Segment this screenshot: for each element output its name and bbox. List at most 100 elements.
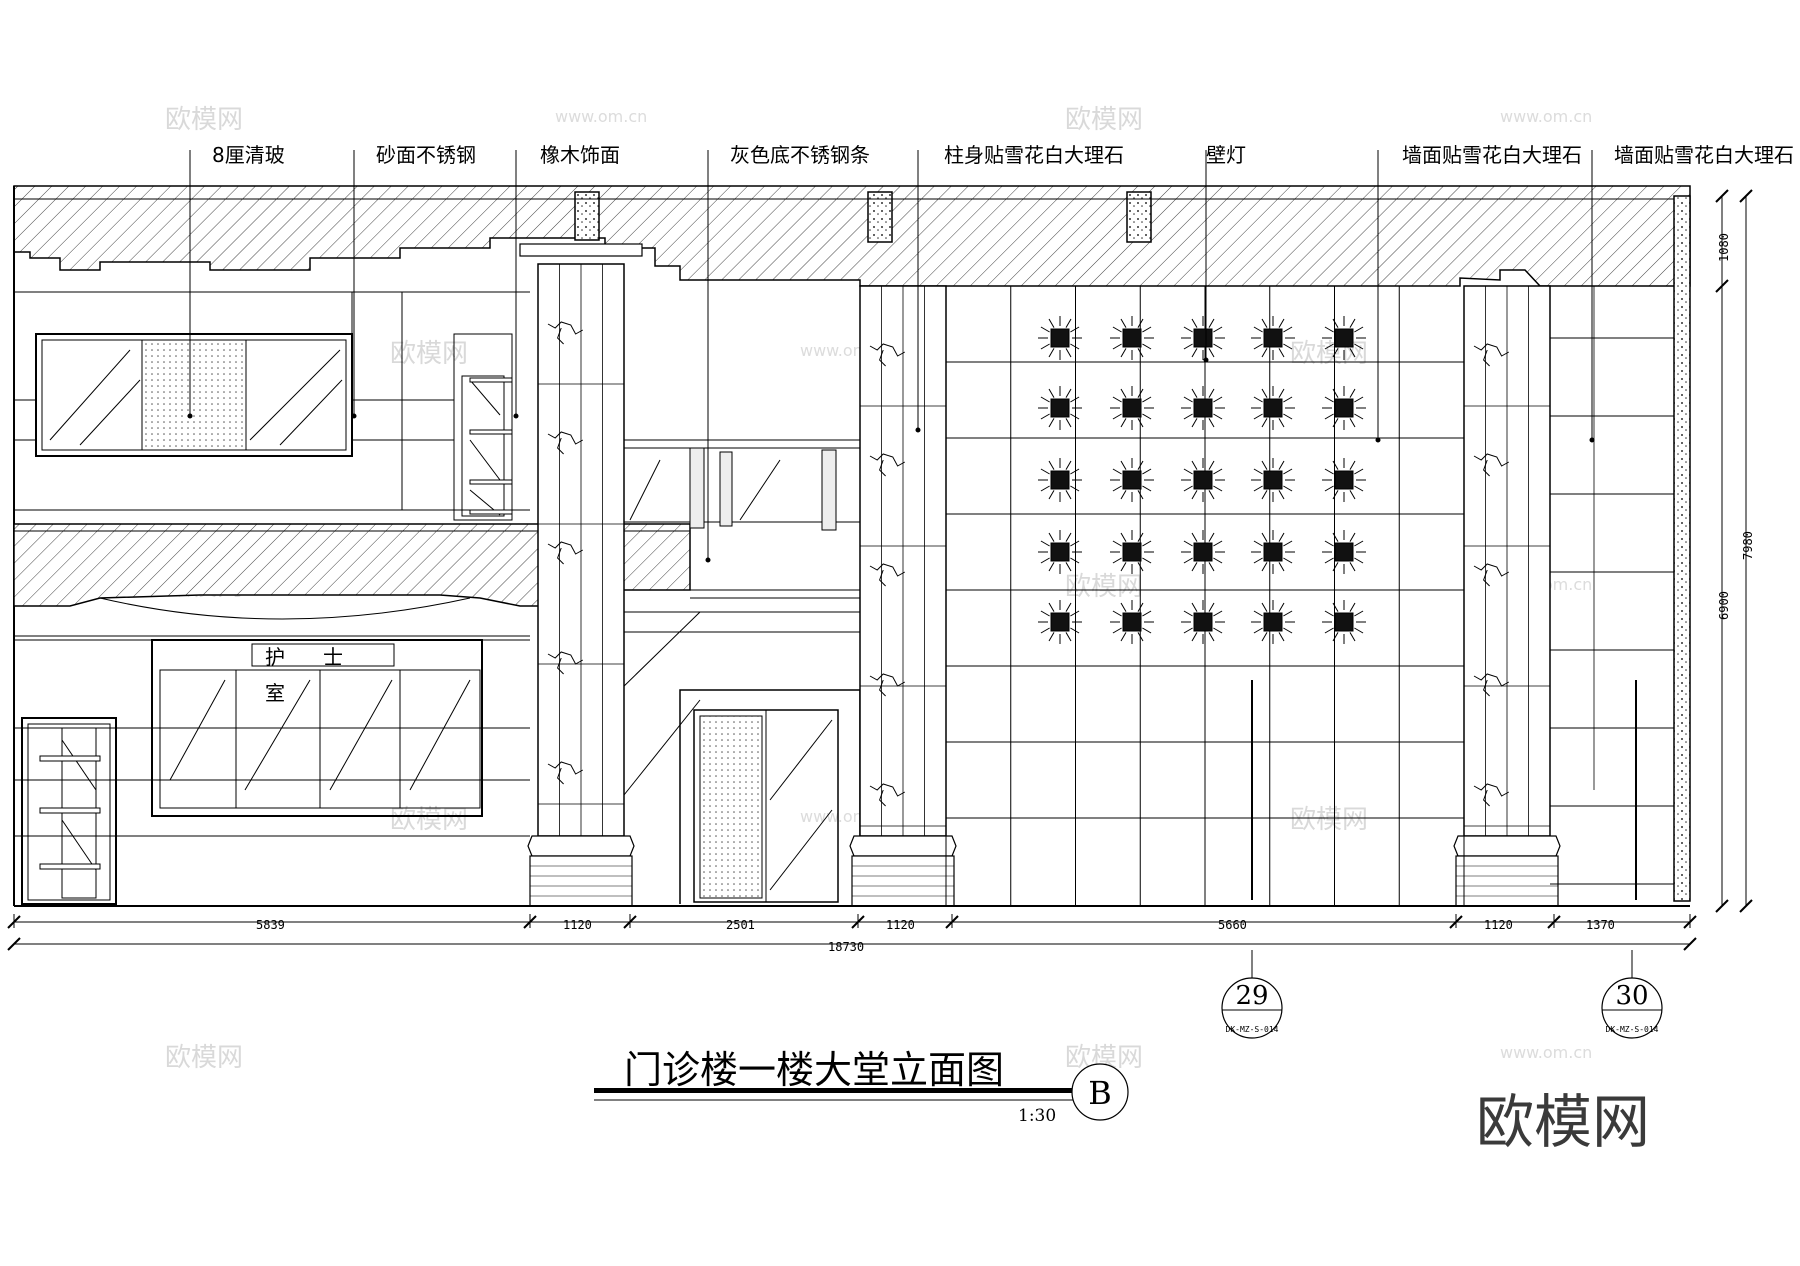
lamp-ray	[1324, 396, 1334, 403]
dim-1120-c: 1120	[1484, 918, 1513, 932]
lamp-body	[1193, 398, 1213, 418]
leader-dot	[705, 557, 711, 563]
wall-lamp-icon	[1110, 600, 1154, 644]
lamp-ray	[1354, 610, 1364, 617]
lamp-ray	[1349, 632, 1356, 642]
dim-tick	[945, 915, 959, 929]
marble-vein	[869, 453, 906, 477]
lamp-ray	[1332, 318, 1339, 328]
ceiling-slab	[13, 185, 1691, 287]
callout-brushed-steel: 砂面不锈钢	[376, 143, 476, 167]
lamp-ray	[1120, 562, 1127, 572]
lamp-ray	[1040, 627, 1050, 634]
lamp-ray	[1120, 388, 1127, 398]
lamp-body	[1122, 328, 1142, 348]
wall-lamp-icon	[1038, 530, 1082, 574]
ground-floor-left	[14, 635, 530, 905]
detail-number: 29	[1235, 981, 1268, 1011]
lamp-ray	[1137, 490, 1144, 500]
lamp-ray	[1283, 396, 1293, 403]
marble-column	[519, 243, 643, 907]
lamp-ray	[1253, 413, 1263, 420]
columns	[519, 243, 1561, 907]
lamp-ray	[1048, 602, 1055, 612]
lamp-ray	[1065, 562, 1072, 572]
lamp-ray	[1213, 540, 1223, 547]
lamp-ray	[1183, 610, 1193, 617]
lamp-ray	[1183, 413, 1193, 420]
wall-lamp-icon	[1322, 386, 1366, 430]
marble-vein	[547, 541, 584, 565]
lamp-ray	[1324, 413, 1334, 420]
wall-lamp-icon	[1181, 530, 1225, 574]
dim-tick	[7, 937, 21, 951]
lamp-ray	[1048, 562, 1055, 572]
column-base-cap	[527, 835, 635, 857]
lamp-ray	[1208, 388, 1215, 398]
leader-dot	[915, 427, 921, 433]
lamp-ray	[1278, 348, 1285, 358]
dimension-lines	[7, 189, 1753, 951]
title-block: 门诊楼一楼大堂立面图 1:30 B	[594, 1048, 1129, 1126]
lamp-ray	[1261, 490, 1268, 500]
lamp-ray	[1137, 318, 1144, 328]
wall-lamp-icon	[1181, 316, 1225, 360]
lamp-ray	[1332, 348, 1339, 358]
wall-lamp-icon	[1038, 316, 1082, 360]
dim-5839: 5839	[256, 918, 285, 932]
lamp-ray	[1048, 532, 1055, 542]
dim-tick	[1739, 899, 1753, 913]
callout-wall-lamp: 壁灯	[1206, 143, 1246, 167]
lamp-ray	[1213, 343, 1223, 350]
lamp-body	[1193, 542, 1213, 562]
callout-leaders	[187, 150, 1595, 563]
wall-lamp-icon	[1251, 530, 1295, 574]
lamp-ray	[1261, 318, 1268, 328]
watermark-brand: 欧模网	[1290, 805, 1368, 835]
lamp-body	[1334, 470, 1354, 490]
lamp-ray	[1191, 318, 1198, 328]
lamp-ray	[1191, 562, 1198, 572]
lamp-ray	[1191, 348, 1198, 358]
lamp-ray	[1070, 468, 1080, 475]
lamp-ray	[1112, 326, 1122, 333]
lamp-ray	[1324, 485, 1334, 492]
marble-vein	[869, 343, 906, 367]
lamp-ray	[1040, 468, 1050, 475]
marble-vein	[547, 321, 584, 345]
lamp-ray	[1183, 343, 1193, 350]
lamp-ray	[1324, 326, 1334, 333]
lamp-ray	[1070, 396, 1080, 403]
wall-lamp-icon	[1110, 458, 1154, 502]
mid-floor-slab	[13, 523, 860, 620]
wall-lamp-icon	[1038, 600, 1082, 644]
lamp-ray	[1137, 348, 1144, 358]
lamp-ray	[1283, 540, 1293, 547]
sign-char-2: 士	[323, 645, 343, 669]
lamp-body	[1193, 470, 1213, 490]
lamp-ray	[1065, 602, 1072, 612]
lamp-ray	[1183, 485, 1193, 492]
watermark-brand: 欧模网	[390, 339, 468, 369]
lamp-ray	[1142, 610, 1152, 617]
lamp-ray	[1354, 627, 1364, 634]
dim-tick	[1715, 189, 1729, 203]
lamp-ray	[1332, 418, 1339, 428]
marble-feature-wall	[945, 286, 1465, 906]
lamp-ray	[1253, 343, 1263, 350]
dim-tick	[1683, 915, 1697, 929]
lamp-ray	[1120, 348, 1127, 358]
dim-1080: 1080	[1717, 233, 1731, 262]
column-base-cap	[849, 835, 957, 857]
lamp-ray	[1065, 632, 1072, 642]
wall-lamp-icon	[1322, 600, 1366, 644]
watermark-brand: 欧模网	[165, 1043, 243, 1073]
lamp-ray	[1208, 532, 1215, 542]
lamp-ray	[1120, 460, 1127, 470]
dim-tick	[1449, 915, 1463, 929]
watermark-brand: 欧模网	[390, 805, 468, 835]
leader-dot	[1203, 357, 1209, 363]
leader-dot	[1375, 437, 1381, 443]
lamp-ray	[1213, 326, 1223, 333]
wall-lamp-icon	[1251, 316, 1295, 360]
